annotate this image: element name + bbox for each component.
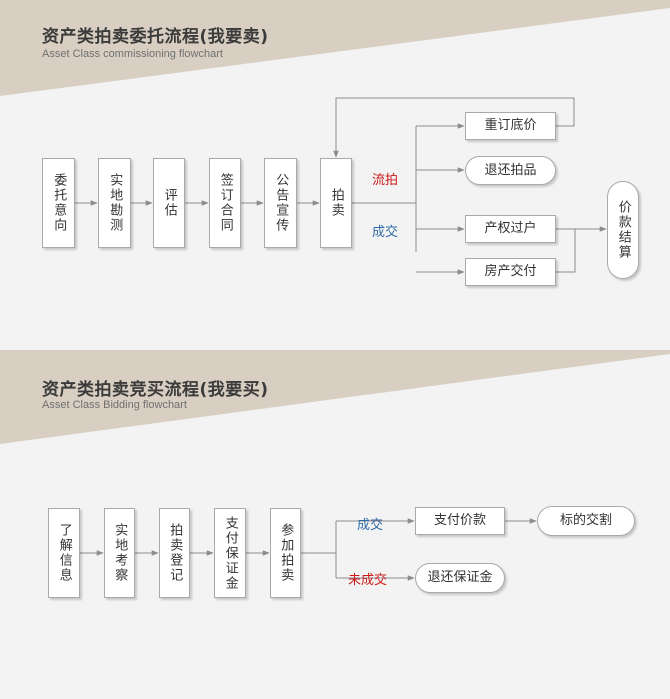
- sell-final-settlement: 价款结算: [607, 181, 639, 279]
- buy-step-join-auction: 参加拍卖: [270, 508, 301, 598]
- buy-header-band: [0, 350, 670, 444]
- sell-branch-deal-label: 成交: [372, 225, 399, 240]
- sell-step-assessment: 评估: [153, 158, 185, 248]
- buy-subtitle: Asset Class Bidding flowchart: [42, 399, 187, 411]
- buy-section: 资产类拍卖竞买流程(我要买) Asset Class Bidding flowc…: [0, 350, 670, 699]
- sell-outcome-title-transfer: 产权过户: [465, 215, 556, 243]
- buy-step-site-visit: 实地考察: [104, 508, 135, 598]
- sell-step-auction: 拍卖: [320, 158, 352, 248]
- sell-step-announcement: 公告宣传: [264, 158, 297, 248]
- buy-step-pay-deposit: 支付保证金: [214, 508, 246, 598]
- sell-subtitle: Asset Class commissioning flowchart: [42, 48, 223, 60]
- buy-step-registration: 拍卖登记: [159, 508, 190, 598]
- buy-connectors: [80, 518, 537, 581]
- sell-outcome-reset-reserve: 重订底价: [465, 112, 556, 140]
- sell-outcome-property-handover: 房产交付: [465, 258, 556, 286]
- sell-step-contract: 签订合同: [209, 158, 241, 248]
- buy-deal-delivery: 标的交割: [537, 506, 635, 536]
- buy-title: 资产类拍卖竞买流程(我要买): [42, 380, 269, 400]
- sell-section: 资产类拍卖委托流程(我要卖) Asset Class commissioning…: [0, 0, 670, 286]
- sell-step-intention: 委托意向: [42, 158, 75, 248]
- sell-branch-fail-label: 流拍: [372, 173, 399, 188]
- buy-branch-deal-label: 成交: [357, 518, 384, 533]
- buy-step-learn-info: 了解信息: [48, 508, 80, 598]
- sell-outcome-return-item: 退还拍品: [465, 156, 556, 185]
- buy-fail-refund-deposit: 退还保证金: [415, 563, 505, 593]
- sell-title: 资产类拍卖委托流程(我要卖): [42, 27, 269, 47]
- sell-step-survey: 实地勘测: [98, 158, 131, 248]
- sell-header-band: [0, 0, 670, 96]
- buy-branch-fail-label: 未成交: [348, 573, 388, 588]
- sell-connectors: [75, 97, 607, 275]
- buy-deal-pay-price: 支付价款: [415, 507, 505, 535]
